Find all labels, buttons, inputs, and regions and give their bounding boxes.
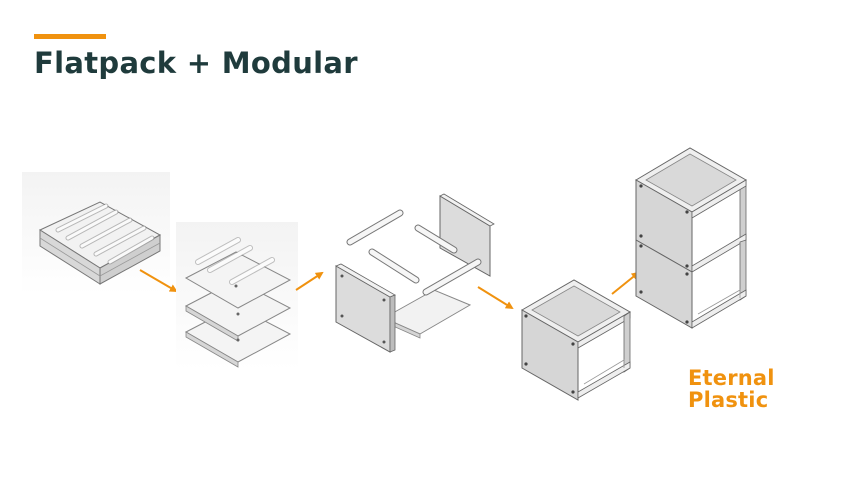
slide-title: Flatpack + Modular xyxy=(34,46,358,80)
arrow-right-down-icon xyxy=(139,269,178,293)
title-accent-bar xyxy=(34,34,106,39)
eternal-plastic-logo: Eternal Plastic xyxy=(688,367,775,411)
arrow-right-up-icon xyxy=(611,271,640,295)
exploded-cube-parts-illustration xyxy=(335,193,495,353)
arrow-right-down-icon xyxy=(477,286,514,310)
brand-line-1: Eternal xyxy=(688,366,775,390)
arrow-right-up-icon xyxy=(295,271,324,291)
brand-line-2: Plastic xyxy=(688,388,769,412)
separated-panels-illustration xyxy=(176,222,298,370)
stacked-cubes-illustration xyxy=(635,147,747,329)
assembled-cube-illustration xyxy=(520,279,632,401)
